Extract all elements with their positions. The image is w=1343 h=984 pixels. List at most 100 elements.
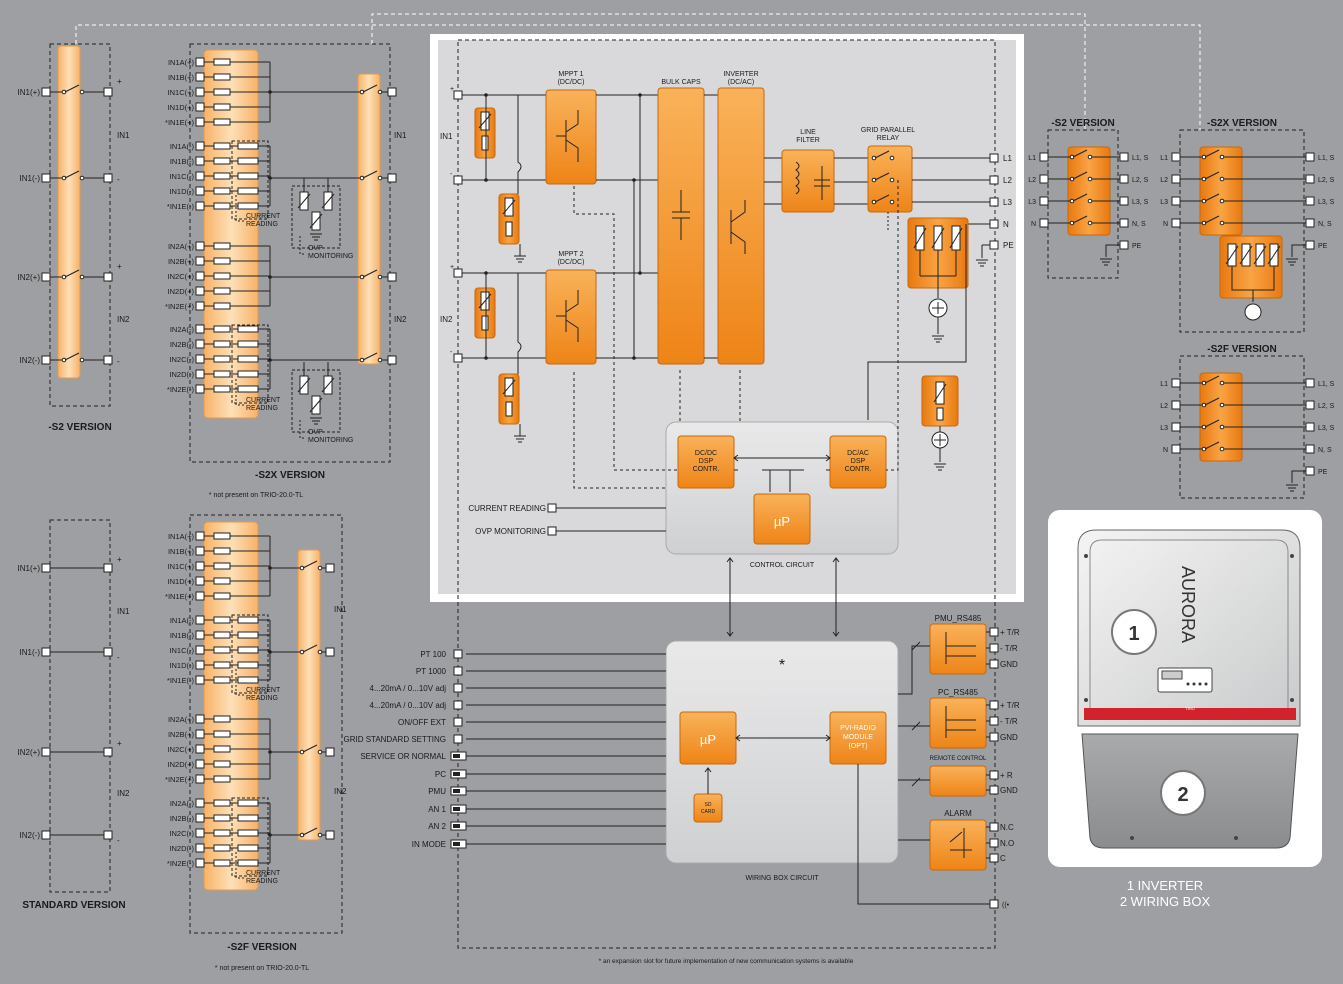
wire [1291,470,1306,483]
grid-out-label: L2, S [1132,177,1149,184]
string-terminal [195,87,205,97]
ac-output-label: PE [1003,241,1014,250]
grid-terminal [1119,196,1129,206]
current-sensor [237,325,259,333]
surge-protector-block [498,193,520,245]
grid-out-label: L3, S [1132,199,1149,206]
string-terminal [195,729,205,739]
mppt2-block [545,269,597,365]
ovp-label: OVP [308,429,323,436]
signal-label: ON/OFF EXT [398,718,446,727]
junction [632,356,636,360]
string-terminal [195,828,205,838]
fuse [213,745,231,753]
grid-terminal [1305,196,1315,206]
switch-contact [1087,220,1093,226]
varistor-slash [297,377,311,393]
switch-blade [1204,215,1220,224]
current-reading-label: CURRENT [246,213,281,220]
string-terminal [195,301,205,311]
wire [726,557,734,637]
interface-pin-label: + T/R [1000,701,1020,710]
ovp-label: MONITORING [308,253,353,260]
switch-blade [1204,397,1220,406]
switch-contact [377,274,383,280]
current-sensor [237,187,259,195]
string-label: IN1C(-) [169,646,194,655]
signal-switch-knob [453,789,460,793]
input-label: IN1 [440,132,453,141]
grid-in-label: N [1163,221,1168,228]
signal-switch-knob [453,807,460,811]
polarity-label: + [117,77,122,86]
wire [832,557,840,637]
interface-pin-label: GND [1000,733,1018,742]
current-sensor [237,661,259,669]
junction [484,356,488,360]
string-label: IN2D(-) [169,844,194,853]
signal-label: PT 1000 [416,667,447,676]
current-reading-label: READING [246,405,278,412]
grid-terminal [1039,152,1049,162]
input-terminal [103,647,113,657]
polarity-label: - [450,349,453,356]
radio-label: PVI-RADIO [840,725,876,732]
grid-in-label: L2 [1028,177,1036,184]
top-connection-lines [75,13,1201,130]
fuse [213,775,231,783]
switch-contact [1219,380,1225,386]
grid-terminal [1039,174,1049,184]
alarm-label: ALARM [944,809,972,818]
current-sensor [237,142,259,150]
fuse [213,631,231,639]
signal-label: PMU [428,787,446,796]
switch-blade [64,84,80,93]
string-label: *IN2E(+) [165,302,194,311]
string-terminal [195,72,205,82]
pe-label: PE [1318,469,1328,476]
string-label: IN1B(-) [170,631,195,640]
resistor [505,401,513,417]
fuse [213,340,231,348]
string-terminal [195,591,205,601]
display-screen [1161,670,1183,680]
screw [1130,836,1134,840]
signal-switch-knob [453,824,460,828]
fuse [213,799,231,807]
wire [795,161,800,195]
varistor-slash [321,193,335,209]
ac-output-label: L2 [1003,176,1012,185]
switch-blade [1204,149,1220,158]
dsp-label: DC/AC [847,450,869,457]
switch-blade [1204,193,1220,202]
string-label: IN1A(-) [170,142,195,151]
input-terminal [103,272,113,282]
switch-contact [1087,198,1093,204]
interface-pin-label: + R [1000,771,1013,780]
surge-protector-block [474,287,496,339]
polarity-label: + [450,86,454,93]
current-sensor-group [231,797,269,877]
signal-label: SERVICE OR NORMAL [360,752,446,761]
grid-out-label: L1, S [1318,155,1335,162]
junction [268,750,272,754]
signal-terminal [453,666,463,676]
junction [268,566,272,570]
grid-terminal [1171,378,1181,388]
input-terminal [41,747,51,757]
varistor-slash [309,397,323,413]
interface-pin-label: - T/R [1000,717,1018,726]
ovp-label: OVP [308,245,323,252]
current-sensor [237,859,259,867]
brand-badge: TRIO [1185,706,1195,711]
signal-switch-knob [453,772,460,776]
junction [268,650,272,654]
labels: -S2 VERSION-S2X VERSION* not present on … [22,422,325,972]
grid-terminal [1171,422,1181,432]
grid-in-label: L2 [1160,403,1168,410]
wire [1231,266,1275,302]
input-label: IN2 [440,315,453,324]
interface-terminal [989,822,999,832]
